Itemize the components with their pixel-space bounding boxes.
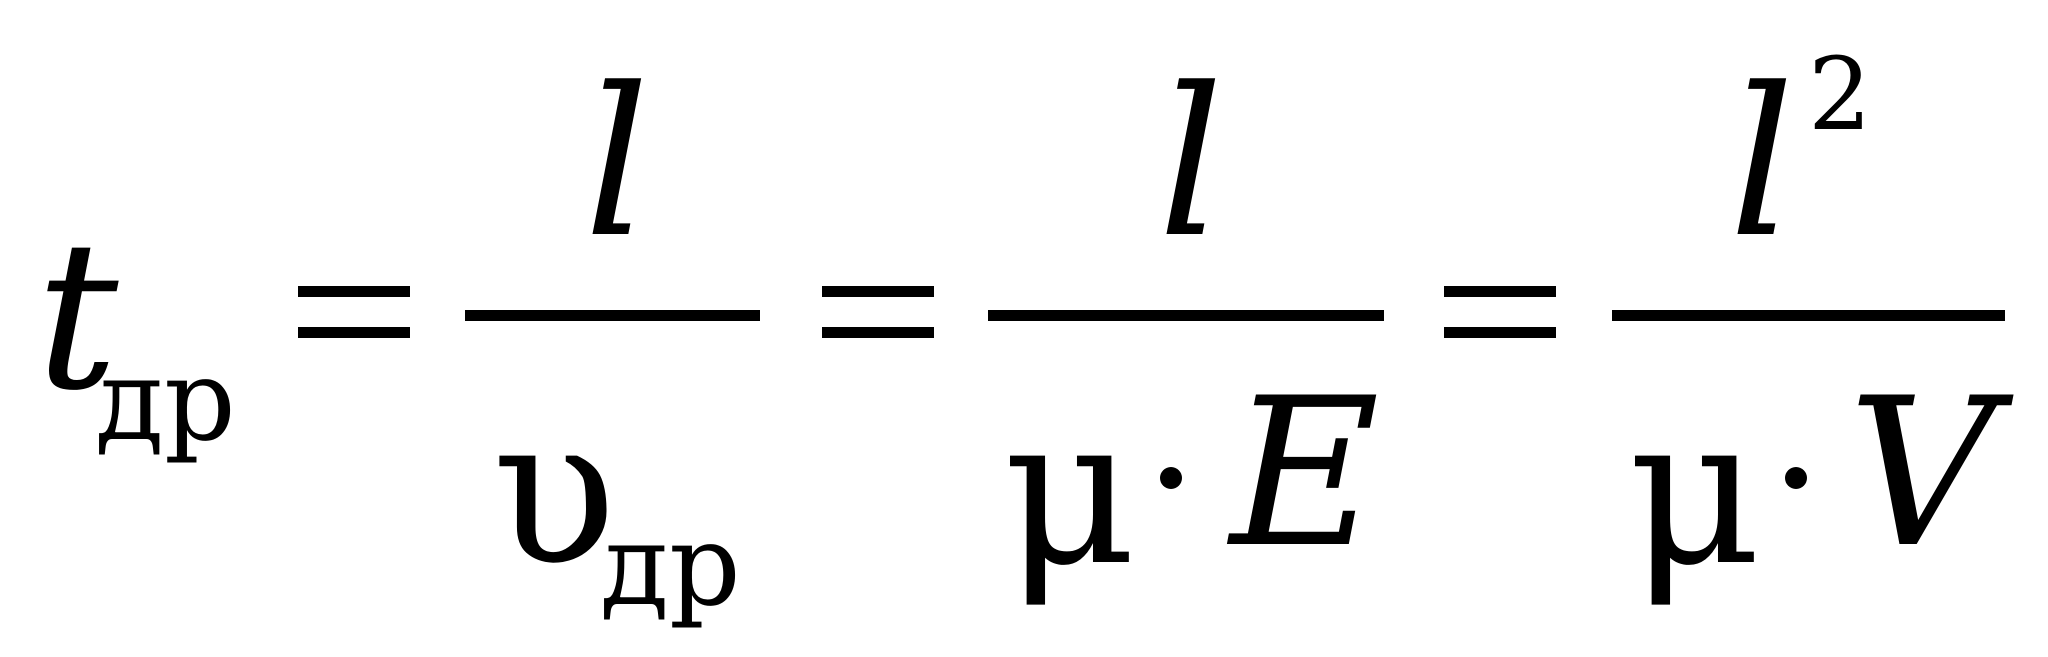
lhs-symbol-t: t — [36, 198, 119, 436]
multiplication-dot-1 — [1160, 467, 1182, 489]
equals-sign-3 — [1444, 286, 1556, 338]
fraction1-numerator: l — [584, 45, 650, 283]
fraction3-numerator-exponent: 2 — [1808, 36, 1872, 153]
equals-sign-1 — [298, 286, 410, 338]
fraction3-denominator-v: V — [1848, 355, 1997, 593]
fraction3-bar — [1612, 310, 2005, 321]
fraction3-denominator-mu: μ — [1628, 373, 1762, 611]
fraction2-numerator: l — [1158, 45, 1224, 283]
fraction2-denominator-e: E — [1230, 355, 1380, 593]
fraction1-denominator-subscript: др — [600, 501, 741, 631]
fraction2-denominator-mu: μ — [1003, 373, 1137, 611]
fraction1-denominator: υ — [492, 373, 617, 611]
fraction2-bar — [988, 310, 1384, 321]
fraction3-numerator: l — [1729, 45, 1795, 283]
fraction1-bar — [465, 310, 760, 321]
lhs-subscript: др — [95, 336, 236, 466]
multiplication-dot-2 — [1785, 467, 1807, 489]
equals-sign-2 — [822, 286, 934, 338]
